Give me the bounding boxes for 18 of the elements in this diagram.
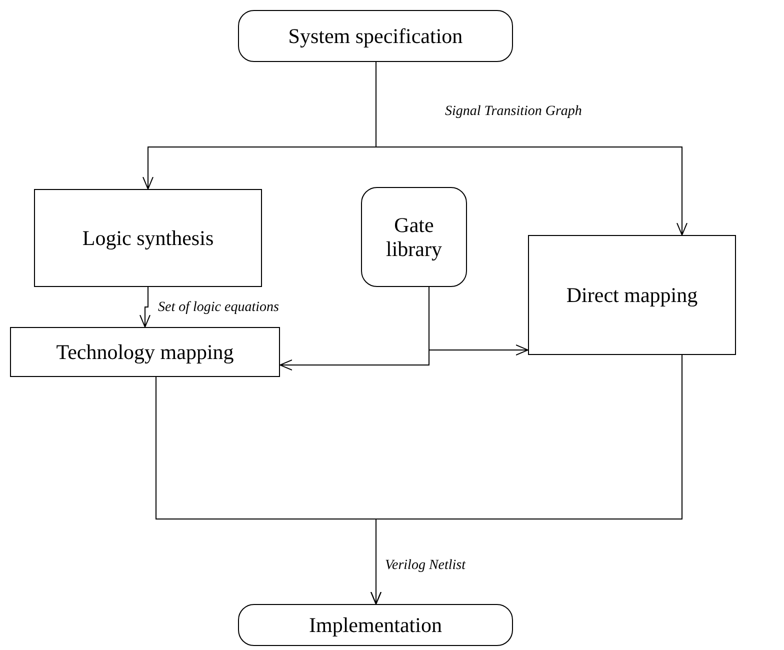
process-box <box>10 327 280 377</box>
node-text: Logic synthesis <box>82 226 214 250</box>
arrow <box>140 286 150 328</box>
edge-label: Signal Transition Graph <box>443 104 584 120</box>
rounded-box <box>361 187 467 287</box>
edge-label: Set of logic equations <box>156 300 281 316</box>
process-box <box>528 235 736 355</box>
node-text: System specification <box>288 24 463 48</box>
node-text: Technology mapping <box>56 340 234 364</box>
arrow <box>280 286 430 370</box>
rounded-box <box>238 604 513 646</box>
rounded-box <box>238 10 513 62</box>
node-text: Gate library <box>385 212 443 262</box>
arrow <box>370 354 682 604</box>
node-text: Implementation <box>309 612 442 638</box>
edge-label: Verilog Netlist <box>383 558 468 574</box>
process-box <box>34 189 262 287</box>
node-text: Direct mapping <box>566 282 698 308</box>
